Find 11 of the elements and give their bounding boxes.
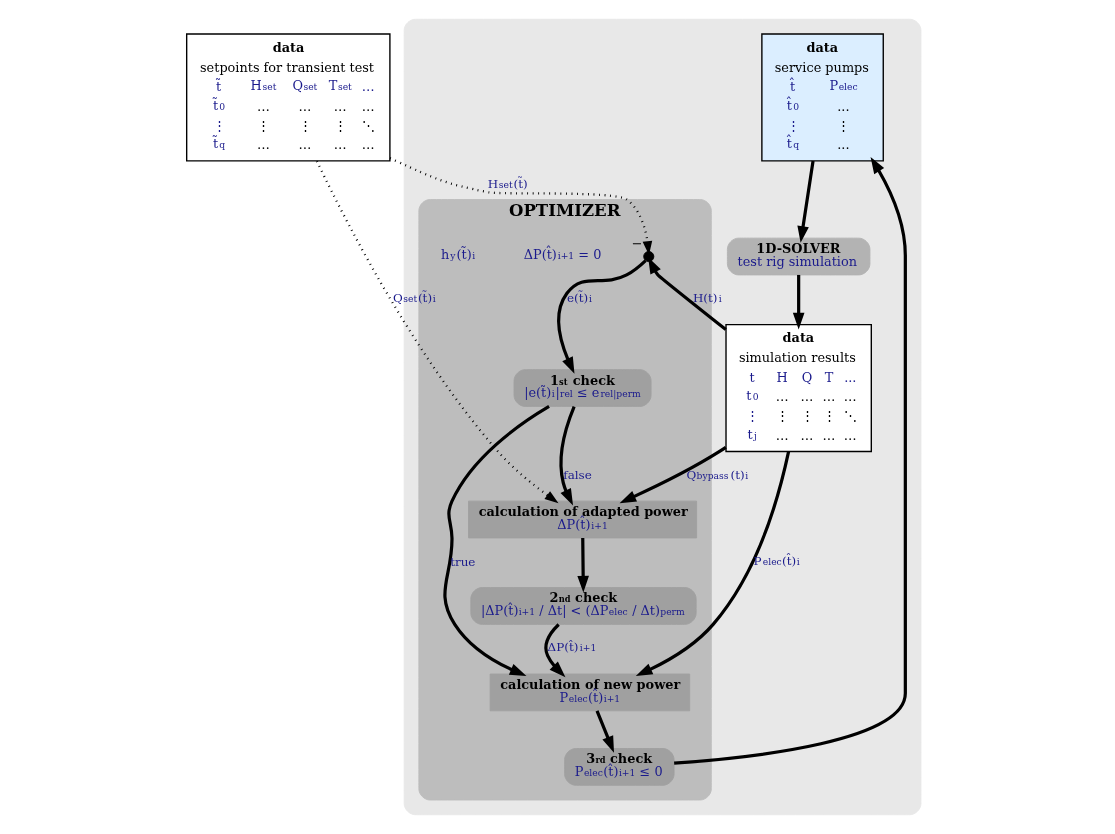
edge-label: ΔP(t̂)i+1 xyxy=(547,640,597,655)
edge-label: Pelec(t̂)i xyxy=(753,553,800,568)
edge-label: e(t̃)i xyxy=(566,290,592,305)
edge-label: false xyxy=(563,468,592,483)
label: ΔP(t̂)i+1 = 0 xyxy=(523,247,602,263)
edge-label: Qset(t̃)i xyxy=(393,290,436,305)
label: hy(t̃)i xyxy=(440,247,476,263)
edge-label: H(t)i xyxy=(692,290,722,305)
node-label: − xyxy=(631,235,643,251)
edge-label: Qbypass(t)i xyxy=(686,467,749,482)
edge-label: Hset(t̃) xyxy=(487,176,528,191)
